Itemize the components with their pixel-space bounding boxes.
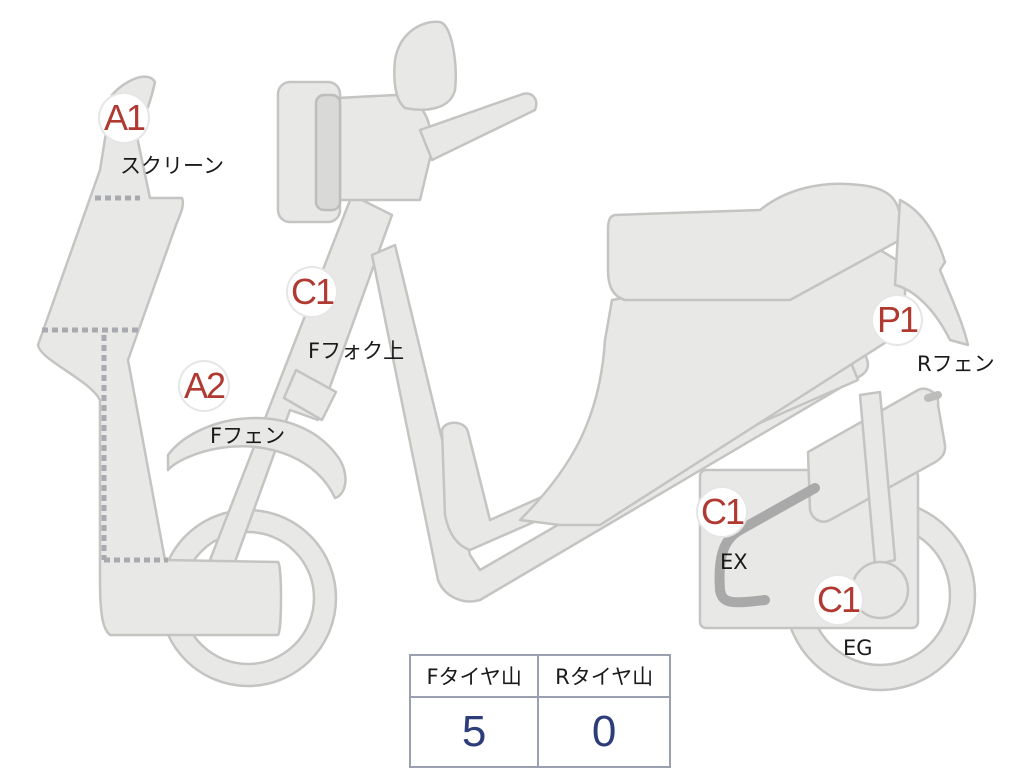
marker-c1-eg-label: EG [843, 636, 873, 660]
front-tire-value: 5 [408, 696, 540, 768]
front-fender [166, 416, 347, 500]
marker-c1-eg-code: C1 [814, 576, 862, 624]
front-tire-header: Fタイヤ山 [408, 654, 540, 698]
marker-c1-ex-label: EX [720, 550, 748, 574]
marker-a2-code: A2 [180, 362, 228, 410]
rear-tire-header: Rタイヤ山 [537, 654, 671, 698]
marker-a1-label: スクリーン [120, 154, 224, 178]
marker-a2-label: Fフェン [210, 424, 286, 448]
rear-tail [893, 198, 970, 347]
rear-body [518, 248, 907, 527]
mirror [393, 20, 457, 111]
handlebar [418, 92, 538, 162]
marker-p1-code: P1 [873, 296, 921, 344]
leg-shield [36, 75, 283, 637]
marker-c1-fork-code: C1 [288, 268, 336, 316]
exhaust-pipe [714, 483, 820, 608]
rear-shock [858, 390, 897, 567]
muffler-tip [924, 391, 942, 402]
marker-a1-code: A1 [100, 94, 148, 142]
fork-brace [282, 368, 338, 422]
rear-hub [850, 560, 910, 620]
marker-c1-ex-code: C1 [698, 488, 746, 536]
marker-c1-fork-label: Fフォク上 [308, 339, 405, 363]
rear-tire-value: 0 [537, 696, 671, 768]
marker-p1-label: Rフェン [917, 352, 995, 376]
headlight-lens [314, 93, 342, 212]
tire-tread-table: Fタイヤ山 Rタイヤ山 5 0 [408, 654, 671, 768]
